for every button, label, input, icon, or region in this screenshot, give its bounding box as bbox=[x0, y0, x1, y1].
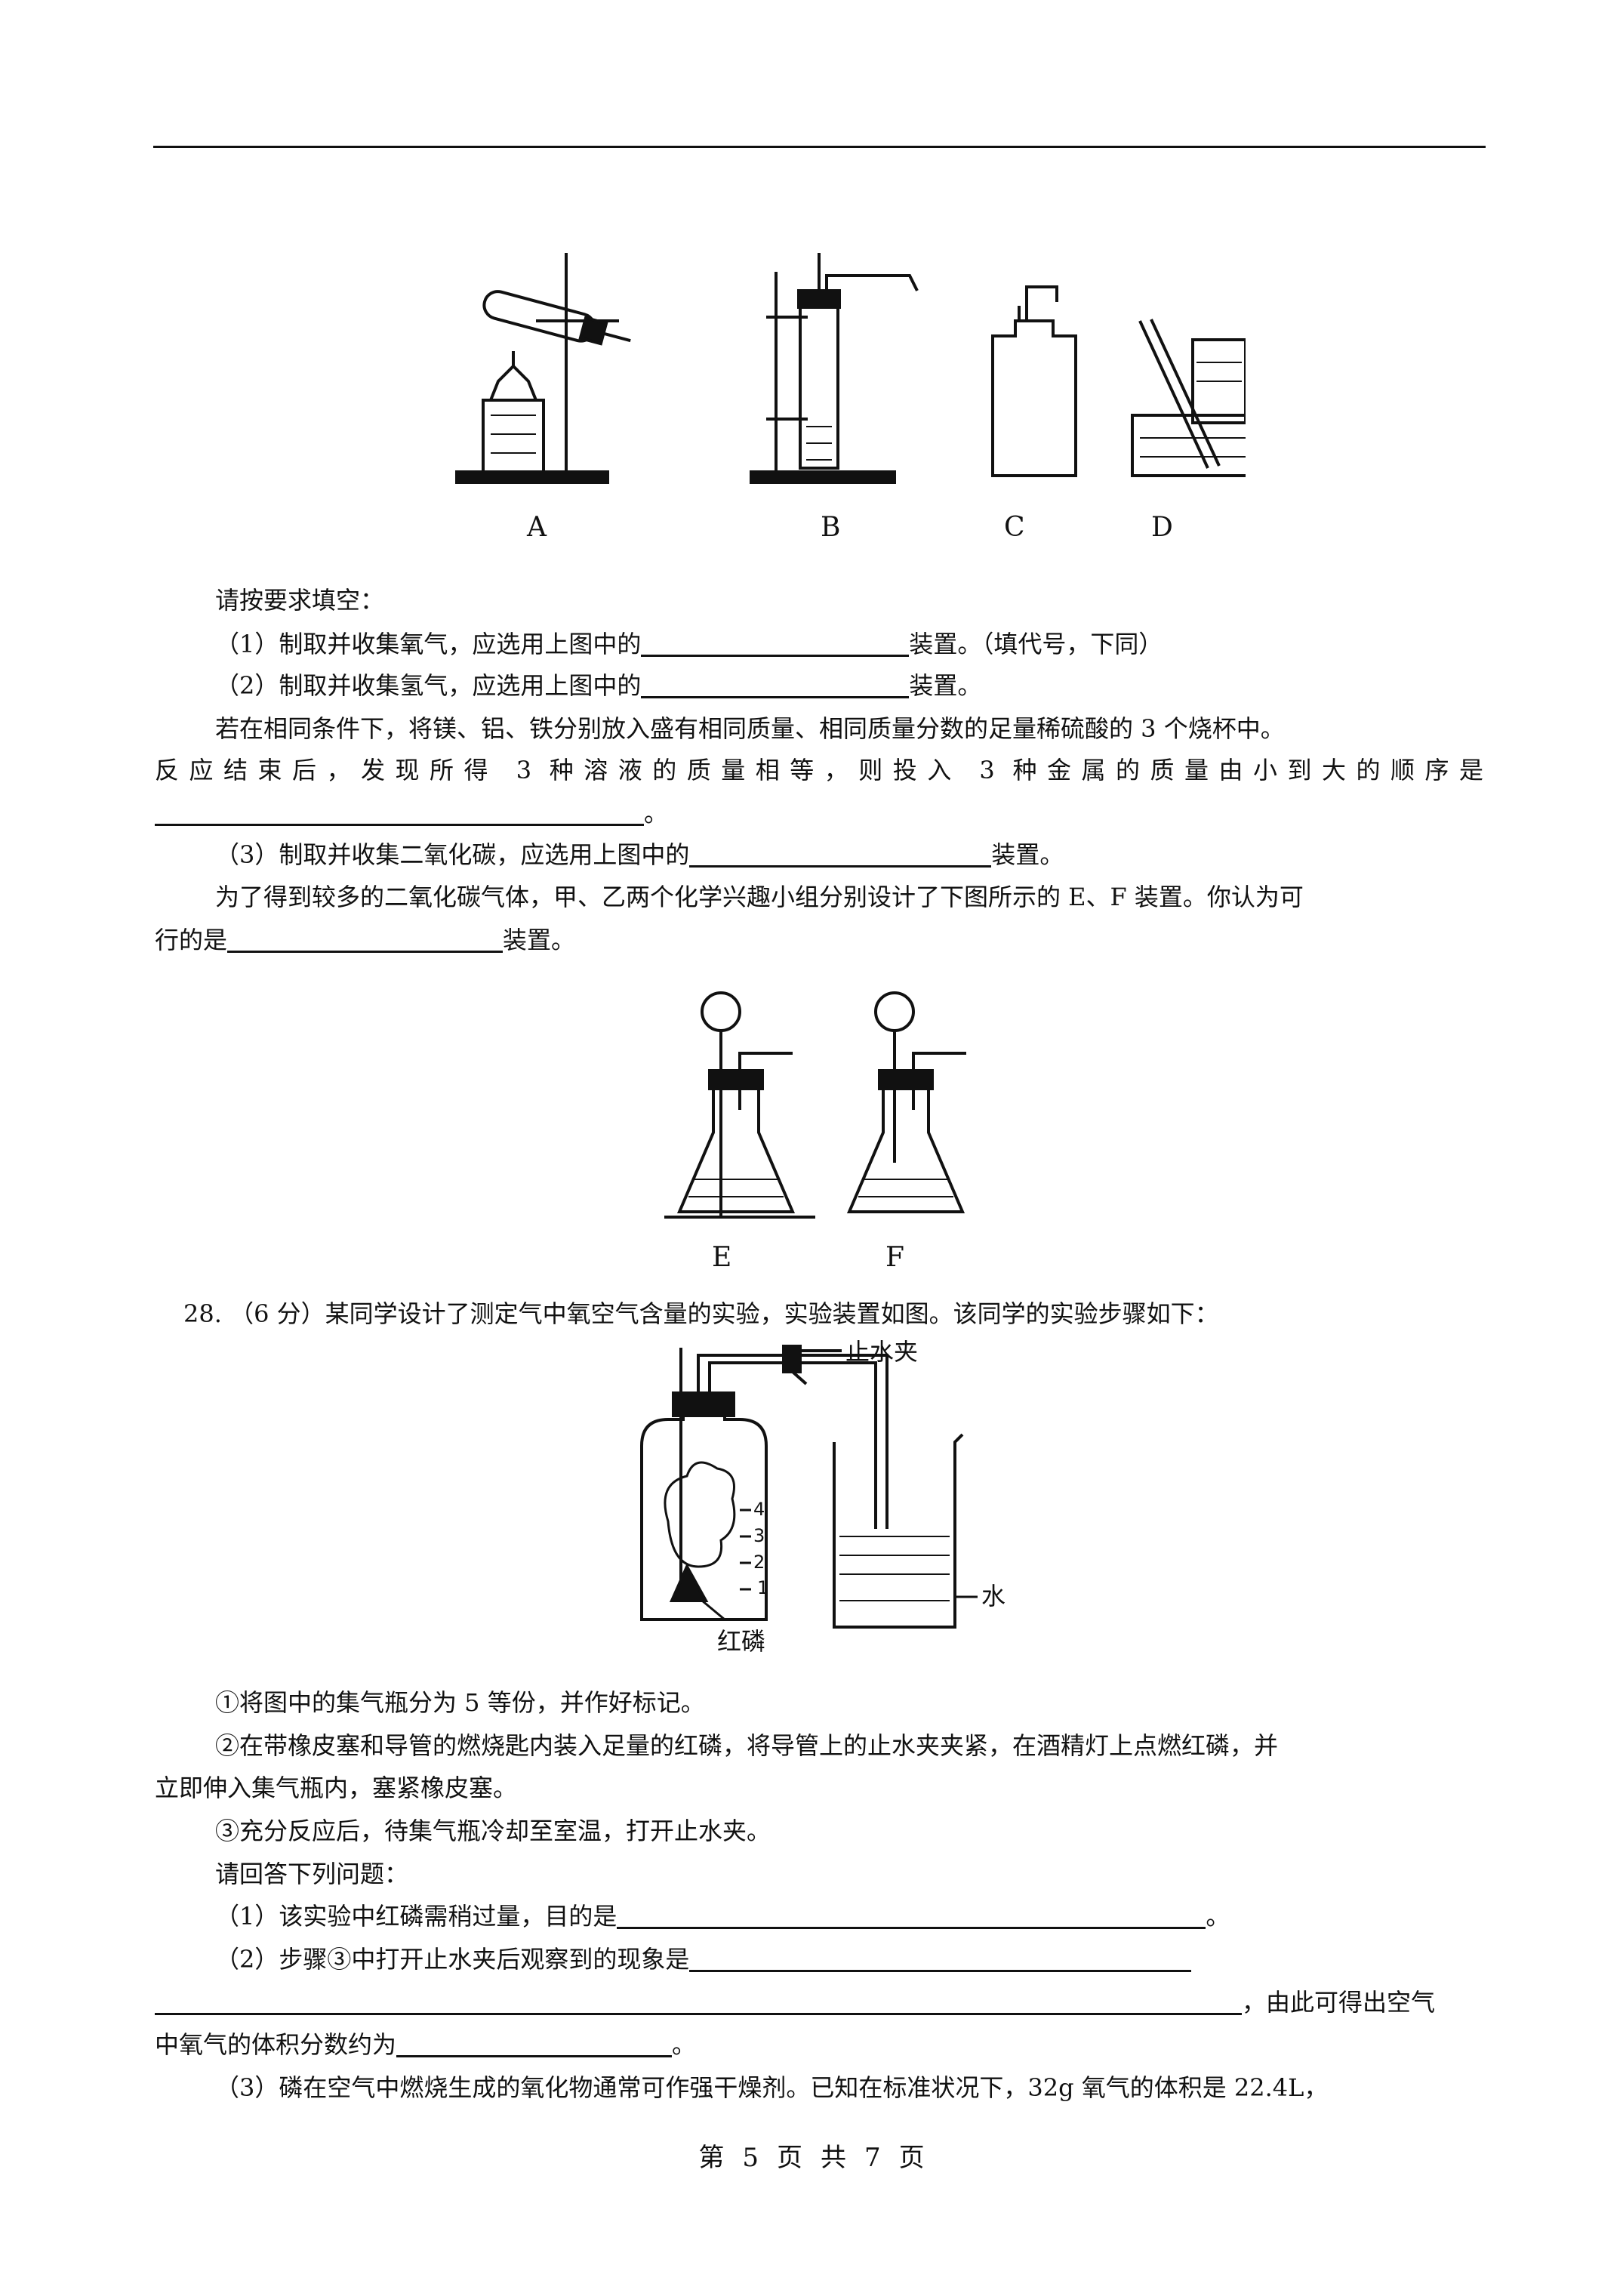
answer-blank-co2[interactable] bbox=[689, 841, 992, 868]
figure-label-c: C bbox=[1004, 512, 1025, 543]
q27-item2-suffix: 装置。 bbox=[909, 671, 982, 700]
scale-mark-4: 4 bbox=[753, 1499, 765, 1520]
water-label: 水 bbox=[981, 1582, 1006, 1610]
footer-total-pages: 7 bbox=[864, 2143, 881, 2173]
answer-blank-phenomenon-cont[interactable] bbox=[155, 1989, 1242, 2015]
q28-step3: ③充分反应后，待集气瓶冷却至室温，打开止水夹。 bbox=[215, 1817, 771, 1845]
q27-item3: （3）制取并收集二氧化碳，应选用上图中的 装置。 bbox=[215, 840, 1064, 870]
clamp-label: 止水夹 bbox=[845, 1340, 918, 1366]
q28-ans1-suffix: 。 bbox=[1206, 1902, 1230, 1931]
oxygen-apparatus-drawing: 1 2 3 4 止水夹 水 红磷 bbox=[640, 1340, 1006, 1656]
q28-ans2-prefix: （2）步骤③中打开止水夹后观察到的现象是 bbox=[215, 1945, 690, 1974]
q27-item3-prefix: （3）制取并收集二氧化碳，应选用上图中的 bbox=[215, 840, 690, 869]
footer-ye: 页 bbox=[777, 2143, 802, 2173]
footer-ye2: 页 bbox=[898, 2143, 925, 2173]
scale-mark-3: 3 bbox=[753, 1525, 765, 1546]
q28-intro-text: （6 分）某同学设计了测定气中氧空气含量的实验，实验装置如图。该同学的实验步骤如… bbox=[229, 1299, 1219, 1328]
answer-blank-oxygen[interactable] bbox=[641, 630, 910, 657]
answer-blank-oxygen-fraction[interactable] bbox=[396, 2031, 673, 2057]
q28-ans1: （1）该实验中红磷需稍过量，目的是 。 bbox=[215, 1901, 1230, 1931]
q27-item1-suffix: 装置。（填代号，下同） bbox=[909, 630, 1163, 658]
oxygen-measurement-figure: 1 2 3 4 止水夹 水 红磷 bbox=[627, 1340, 1019, 1672]
q28-prompt: 请回答下列问题： bbox=[215, 1860, 409, 1888]
footer-gong: 共 bbox=[821, 2143, 846, 2173]
footer-current-page: 5 bbox=[742, 2143, 759, 2173]
answer-blank-purpose[interactable] bbox=[617, 1903, 1206, 1929]
figure-label-b: B bbox=[821, 512, 841, 543]
apparatus-figure-ef bbox=[664, 982, 981, 1238]
q27-para-line2: 反应结束后，发现所得 3 种溶液的质量相等，则投入 3 种金属的质量由小到大的顺… bbox=[155, 756, 1483, 784]
figure-label-d: D bbox=[1151, 512, 1173, 543]
q27-item3-suffix: 装置。 bbox=[991, 840, 1064, 869]
q28-ans2-line3: 中氧气的体积分数约为 。 bbox=[155, 2029, 696, 2060]
figure-label-f: F bbox=[885, 1242, 904, 1273]
q27-para-line3-suffix: 。 bbox=[644, 799, 669, 827]
q27-para-line3: 。 bbox=[155, 798, 668, 828]
q28-number: 28. bbox=[183, 1299, 222, 1328]
q28-ans2: （2）步骤③中打开止水夹后观察到的现象是 bbox=[215, 1944, 1192, 1974]
q27-item2: （2）制取并收集氢气，应选用上图中的 装置。 bbox=[215, 670, 981, 701]
answer-blank-phenomenon[interactable] bbox=[689, 1946, 1192, 1972]
answer-blank-feasible-device[interactable] bbox=[227, 926, 504, 953]
q28-ans3: （3）磷在空气中燃烧生成的氧化物通常可作强干燥剂。已知在标准状况下，32g 氧气… bbox=[215, 2073, 1329, 2102]
q28-ans2-line3-suffix: 。 bbox=[672, 2030, 697, 2059]
q27-prompt: 请按要求填空： bbox=[215, 586, 385, 615]
q27-item1-prefix: （1）制取并收集氧气，应选用上图中的 bbox=[215, 630, 642, 658]
q27-para2-line2-suffix: 装置。 bbox=[503, 926, 576, 954]
red-phosphorus-label: 红磷 bbox=[717, 1627, 765, 1656]
figure-label-e: E bbox=[712, 1242, 732, 1273]
q27-item2-prefix: （2）制取并收集氢气，应选用上图中的 bbox=[215, 671, 642, 700]
apparatus-abcd-drawing bbox=[455, 253, 1246, 484]
q27-para2-line1: 为了得到较多的二氧化碳气体，甲、乙两个化学兴趣小组分别设计了下图所示的 E、F … bbox=[215, 883, 1304, 911]
q28-step2-line1: ②在带橡皮塞和导管的燃烧匙内装入足量的红磷，将导管上的止水夹夹紧，在酒精灯上点燃… bbox=[215, 1731, 1279, 1760]
q27-para2-line2: 行的是 装置。 bbox=[155, 925, 575, 955]
q28-ans2-line2-suffix: ，由此可得出空气 bbox=[1242, 1988, 1436, 2017]
q27-para2-line2-prefix: 行的是 bbox=[155, 926, 228, 954]
q28-ans2-line3-prefix: 中氧气的体积分数约为 bbox=[155, 2030, 397, 2059]
q28-intro: 28. （6 分）某同学设计了测定气中氧空气含量的实验，实验装置如图。该同学的实… bbox=[183, 1299, 1219, 1329]
scale-mark-2: 2 bbox=[753, 1552, 765, 1573]
apparatus-ef-drawing bbox=[664, 991, 966, 1219]
q27-item1: （1）制取并收集氧气，应选用上图中的 装置。（填代号，下同） bbox=[215, 629, 1163, 659]
answer-blank-hydrogen[interactable] bbox=[641, 672, 910, 698]
footer-di: 第 bbox=[698, 2143, 725, 2173]
q28-ans2-line2: ，由此可得出空气 bbox=[155, 1987, 1435, 2017]
q28-step1: ①将图中的集气瓶分为 5 等份，并作好标记。 bbox=[215, 1688, 705, 1717]
q28-step2-line2: 立即伸入集气瓶内，塞紧橡皮塞。 bbox=[155, 1774, 518, 1802]
figure-label-a: A bbox=[527, 512, 547, 543]
q28-ans1-prefix: （1）该实验中红磷需稍过量，目的是 bbox=[215, 1902, 617, 1931]
header-rule bbox=[153, 146, 1486, 148]
apparatus-figure-abcd bbox=[445, 245, 1246, 562]
q27-para-line1: 若在相同条件下，将镁、铝、铁分别放入盛有相同质量、相同质量分数的足量稀硫酸的 3… bbox=[215, 714, 1285, 743]
answer-blank-metal-order[interactable] bbox=[155, 800, 644, 826]
scale-mark-1: 1 bbox=[757, 1577, 768, 1598]
